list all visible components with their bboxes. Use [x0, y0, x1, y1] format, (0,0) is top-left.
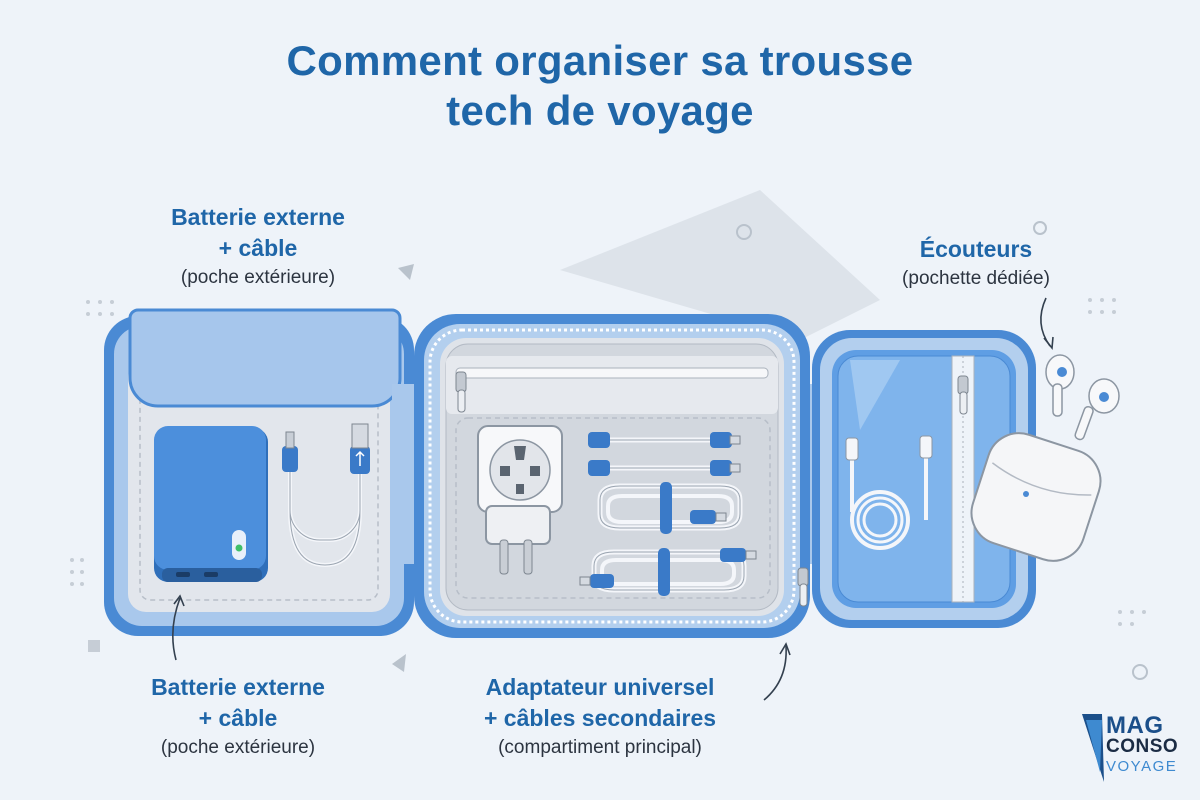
earbuds-icon	[1045, 354, 1120, 441]
logo-line-2: CONSO	[1106, 736, 1179, 757]
label-main: + câbles secondaires	[483, 705, 717, 731]
label-sub: (poche extérieure)	[160, 737, 316, 758]
earbuds-case-icon	[970, 432, 1102, 562]
usb-cable-icon	[282, 423, 370, 568]
pointer-arrows	[172, 297, 1054, 701]
label-bottom-left: Batterie externe + câble (poche extérieu…	[98, 672, 378, 761]
zipper-icon	[957, 375, 969, 415]
right-pouch	[812, 330, 1036, 628]
coiled-cable-icon	[579, 548, 757, 596]
logo-line-3: VOYAGE	[1106, 758, 1178, 775]
power-bank-icon	[154, 426, 268, 582]
label-main: + câble	[198, 705, 278, 731]
left-pouch	[104, 308, 414, 636]
usb-cable-icon	[845, 435, 933, 550]
coiled-cable-icon	[597, 482, 743, 534]
label-sub: (compartiment principal)	[498, 737, 702, 758]
title-line-2: tech de voyage	[446, 87, 754, 134]
background-decor	[70, 190, 1148, 680]
label-main: Batterie externe	[151, 674, 325, 700]
short-cable-icon	[588, 432, 741, 476]
zipper-icon	[455, 371, 467, 413]
label-main: + câble	[218, 235, 298, 261]
logo-line-1: MAG	[1106, 712, 1164, 739]
label-main: Adaptateur universel	[485, 674, 715, 700]
center-pouch	[414, 314, 810, 638]
zipper-icon	[797, 567, 809, 607]
label-main: Écouteurs	[919, 236, 1033, 262]
universal-adapter-icon	[477, 425, 563, 575]
mag-conso-voyage-logo: MAG CONSO VOYAGE	[1080, 712, 1190, 784]
label-sub: (poche extérieure)	[180, 267, 336, 288]
label-top-left: Batterie externe + câble (poche extérieu…	[118, 202, 398, 291]
title-line-1: Comment organiser sa trousse	[286, 37, 914, 84]
label-main: Batterie externe	[171, 204, 345, 230]
label-top-right: Écouteurs (pochette dédiée)	[856, 234, 1096, 292]
logo-mark-icon	[1082, 714, 1104, 782]
page-title: Comment organiser sa trousse tech de voy…	[0, 36, 1200, 136]
label-sub: (pochette dédiée)	[902, 268, 1050, 289]
label-bottom-center: Adaptateur universel + câbles secondaire…	[430, 672, 770, 761]
